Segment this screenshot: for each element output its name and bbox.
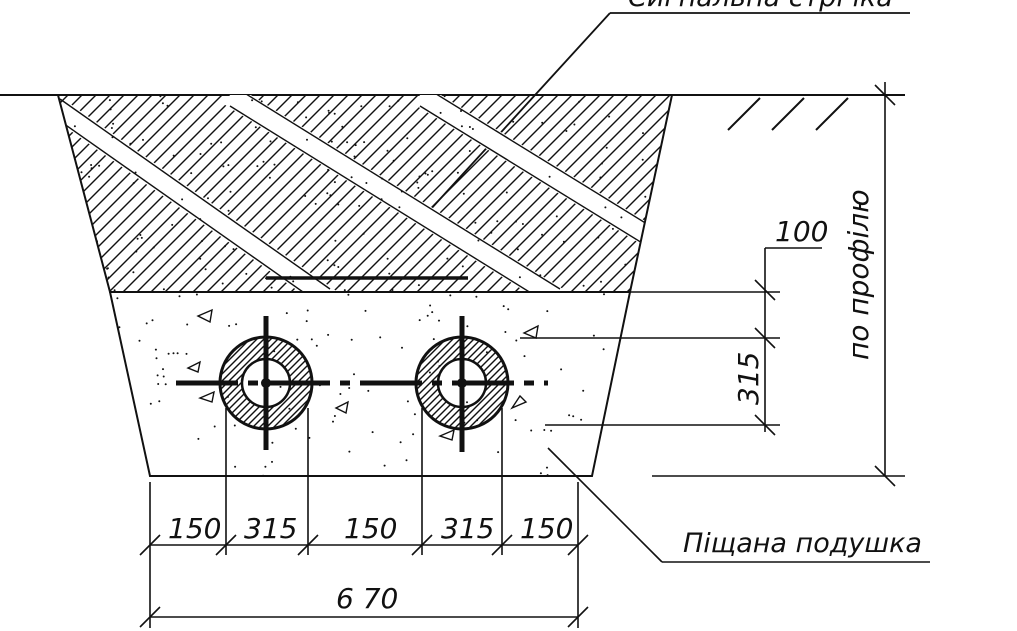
dim-pipe-left: 315 bbox=[244, 512, 297, 545]
dim-gap-right: 150 bbox=[520, 512, 573, 545]
signal-tape-label: Сигнальна стрічка bbox=[628, 0, 893, 13]
trench-lower-walls bbox=[109, 291, 631, 477]
trench-upper-walls bbox=[57, 94, 673, 293]
dim-sand-over-pipe: 100 bbox=[775, 215, 828, 248]
dim-gap-left: 150 bbox=[168, 512, 221, 545]
horizontal-dimensions bbox=[139, 408, 589, 628]
dim-gap-middle: 150 bbox=[344, 512, 397, 545]
backfill-hatch bbox=[58, 95, 672, 292]
signal-tape-leader bbox=[429, 12, 910, 211]
dim-pipe-diameter-vertical: 315 bbox=[732, 352, 765, 405]
dim-pipe-right: 315 bbox=[441, 512, 494, 545]
ground-surface bbox=[0, 94, 905, 131]
vertical-dimensions bbox=[520, 82, 905, 487]
profile-label: по профілю bbox=[842, 189, 875, 360]
sand-cushion-label: Піщана подушка bbox=[683, 528, 922, 559]
sand-cushion-leader bbox=[547, 447, 930, 563]
dim-total-width: 6 70 bbox=[336, 582, 398, 615]
